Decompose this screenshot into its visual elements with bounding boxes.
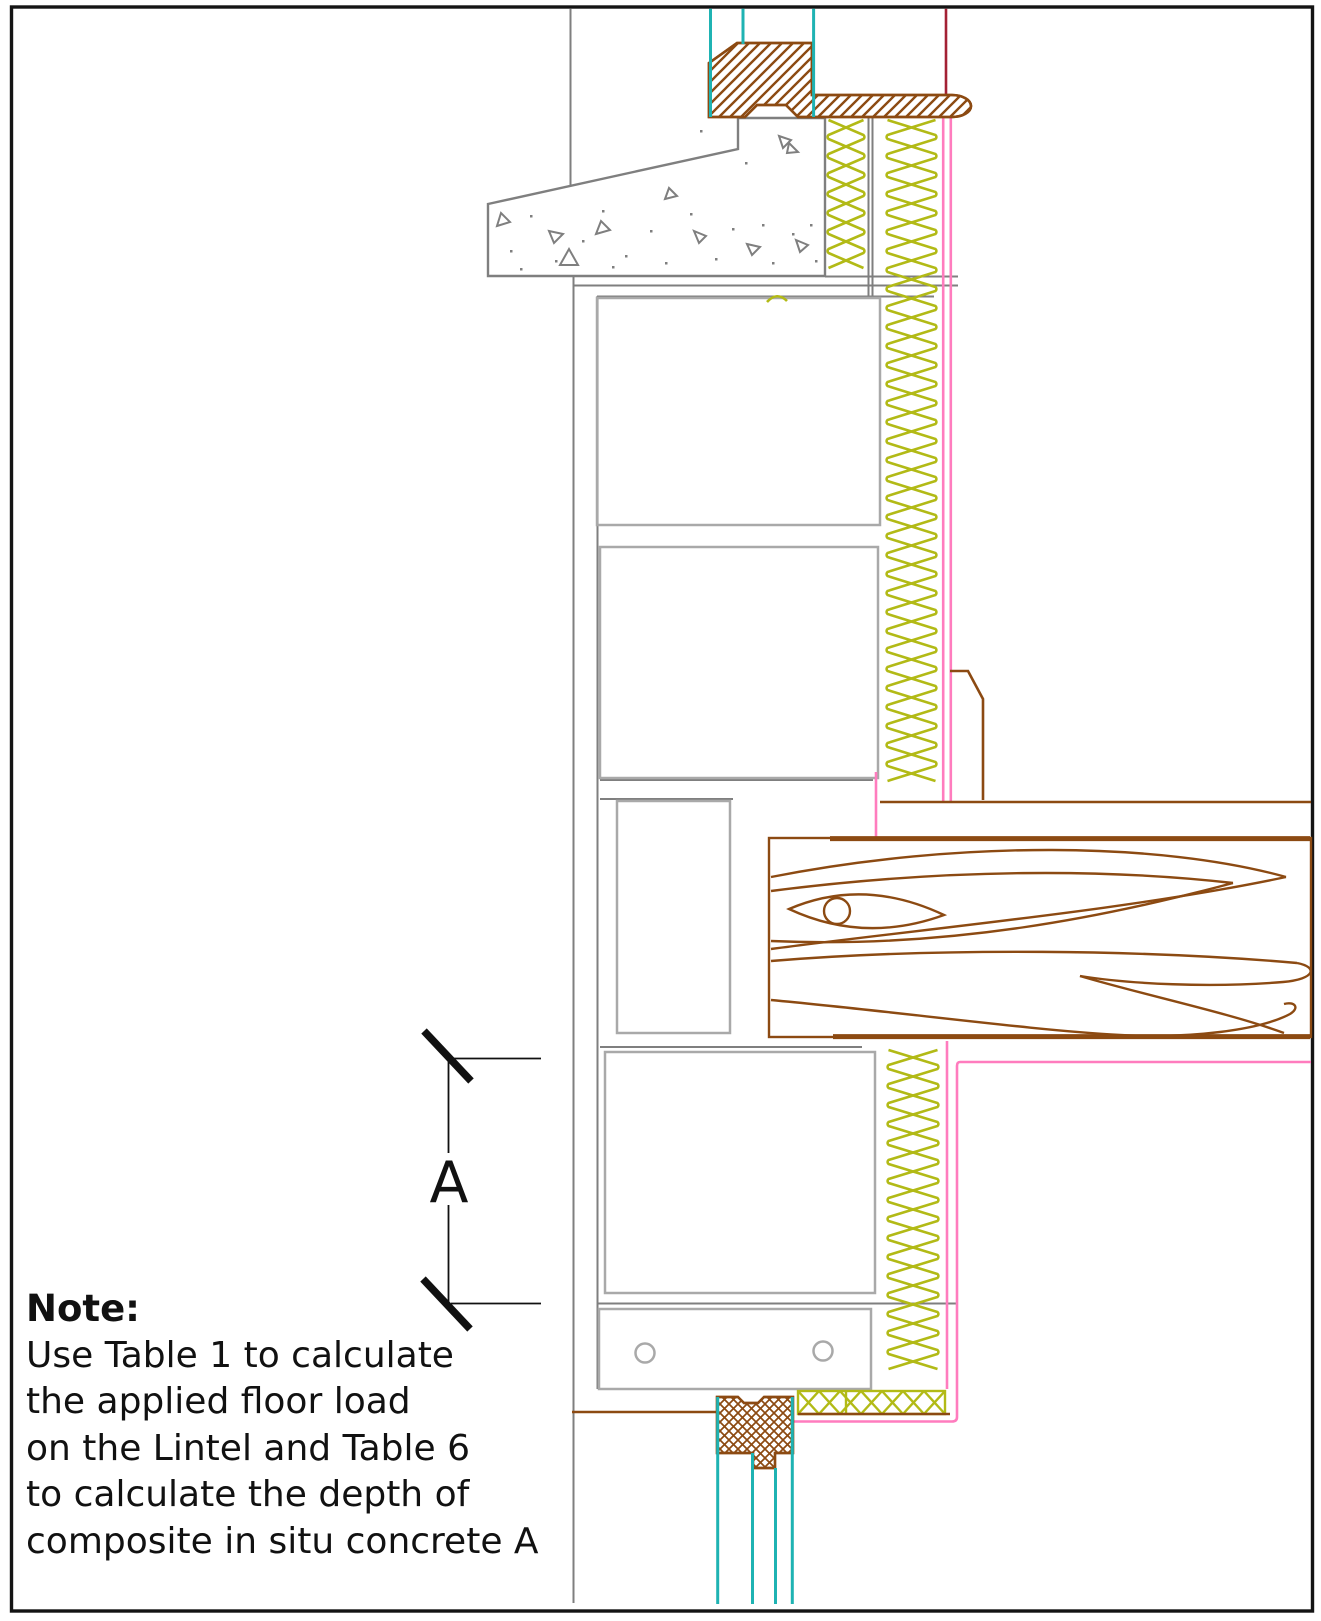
note-line: Use Table 1 to calculate [26, 1334, 454, 1376]
note-line: to calculate the depth of [26, 1474, 470, 1515]
timber-joist [767, 836, 1313, 1040]
wood-grain [770, 848, 1312, 1038]
block [615, 799, 732, 1035]
inner-wall-lines [569, 8, 958, 1603]
aggregate-dots [510, 130, 818, 271]
window-frame-lines-top [709, 8, 816, 117]
aggregate-triangles [495, 134, 810, 266]
note-line: on the Lintel and Table 6 [26, 1427, 471, 1469]
dimension-label: A [429, 1150, 469, 1216]
cavity-insulation [766, 118, 940, 1371]
block [595, 296, 882, 527]
dpc-membrane [793, 118, 1311, 1423]
dimension-tick-icon [421, 1028, 474, 1084]
cavity-closer-strip [796, 1389, 947, 1416]
note-line: composite in situ concrete A [26, 1520, 539, 1562]
fixing-board [597, 1307, 873, 1391]
block [598, 545, 880, 780]
window-frame-lines-bottom [716, 1397, 794, 1604]
dimension-tick-icon [420, 1276, 473, 1332]
window-head-frame [715, 1395, 795, 1470]
note-line: the applied floor load [26, 1381, 411, 1422]
concrete-sill [486, 116, 827, 278]
inner-leaf-blockwork [595, 296, 882, 1295]
note-title: Note: [26, 1287, 140, 1330]
wood-knot-icon [822, 896, 852, 926]
dimension-marker [420, 1028, 541, 1332]
window-sill-board [707, 41, 973, 119]
screw-head-icon [634, 1342, 656, 1364]
screw-head-icon [812, 1340, 834, 1362]
wall-plate-chamfer [880, 669, 1311, 804]
note-text: Note: Use Table 1 to calculate the appli… [26, 1286, 586, 1565]
drawing-border [9, 5, 1315, 1613]
block [603, 1050, 877, 1295]
cavity-closer-lines [572, 1410, 950, 1416]
